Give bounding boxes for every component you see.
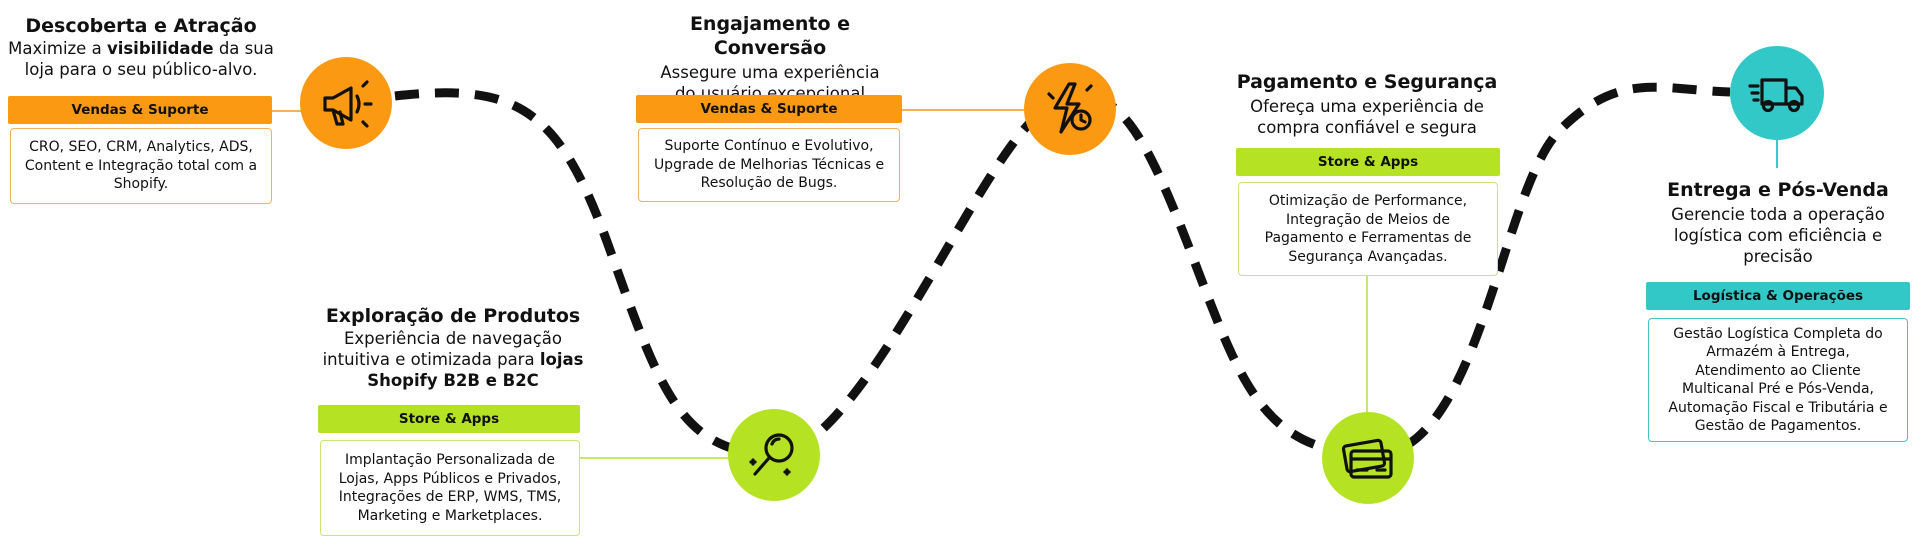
stage-description: Ofereça uma experiência de compra confiá… (1250, 97, 1484, 137)
stage-title: Exploração de Produtos (325, 305, 581, 327)
stage-exploration: Exploração de Produtos Experiência de na… (308, 304, 598, 391)
stage-payment: Pagamento e Segurança Ofereça uma experi… (1232, 70, 1502, 138)
stage-services-box: Implantação Personalizada de Lojas, Apps… (320, 440, 580, 536)
stage-discovery: Descoberta e Atração Maximize a visibili… (0, 14, 282, 80)
connector-line (580, 457, 730, 459)
megaphone-icon (323, 80, 373, 128)
stage-description: Experiência de navegação intuitiva e oti… (322, 329, 584, 390)
stage-engagement: Engajamento e Conversão Assegure uma exp… (640, 12, 900, 104)
stage-delivery: Entrega e Pós-Venda Gerencie toda a oper… (1648, 178, 1908, 267)
connector-line (1776, 140, 1778, 168)
stage-title: Descoberta e Atração (25, 15, 257, 37)
stage-tag: Vendas & Suporte (8, 96, 272, 124)
stage-icon-circle (1730, 46, 1824, 140)
stage-description: Gerencie toda a operação logística com e… (1671, 205, 1885, 266)
connector-line (1366, 276, 1368, 416)
stage-services-box: CRO, SEO, CRM, Analytics, ADS, Content e… (10, 128, 272, 204)
stage-title: Engajamento e Conversão (689, 13, 851, 59)
stage-icon-circle (1024, 63, 1116, 155)
stage-title: Entrega e Pós-Venda (1667, 179, 1889, 201)
stage-services-box: Gestão Logística Completa do Armazém à E… (1648, 318, 1908, 442)
lightning-clock-icon (1047, 82, 1093, 134)
stage-services-box: Otimização de Performance, Integração de… (1238, 182, 1498, 276)
stage-icon-circle (728, 409, 820, 501)
connector-line (902, 109, 1026, 111)
stage-services-box: Suporte Contínuo e Evolutivo, Upgrade de… (638, 128, 900, 202)
stage-icon-circle (300, 57, 392, 149)
delivery-truck-icon (1748, 78, 1804, 113)
stage-tag: Store & Apps (1236, 148, 1500, 176)
stage-tag: Vendas & Suporte (636, 95, 902, 123)
connector-line (270, 110, 310, 112)
magnifier-icon (749, 433, 794, 476)
stage-icon-circle (1322, 412, 1414, 504)
stage-title: Pagamento e Segurança (1236, 71, 1498, 93)
stage-description: Maximize a visibilidade da sua loja para… (8, 39, 274, 79)
stage-tag: Store & Apps (318, 405, 580, 433)
credit-card-icon (1341, 438, 1393, 479)
stage-tag: Logística & Operações (1646, 282, 1910, 310)
